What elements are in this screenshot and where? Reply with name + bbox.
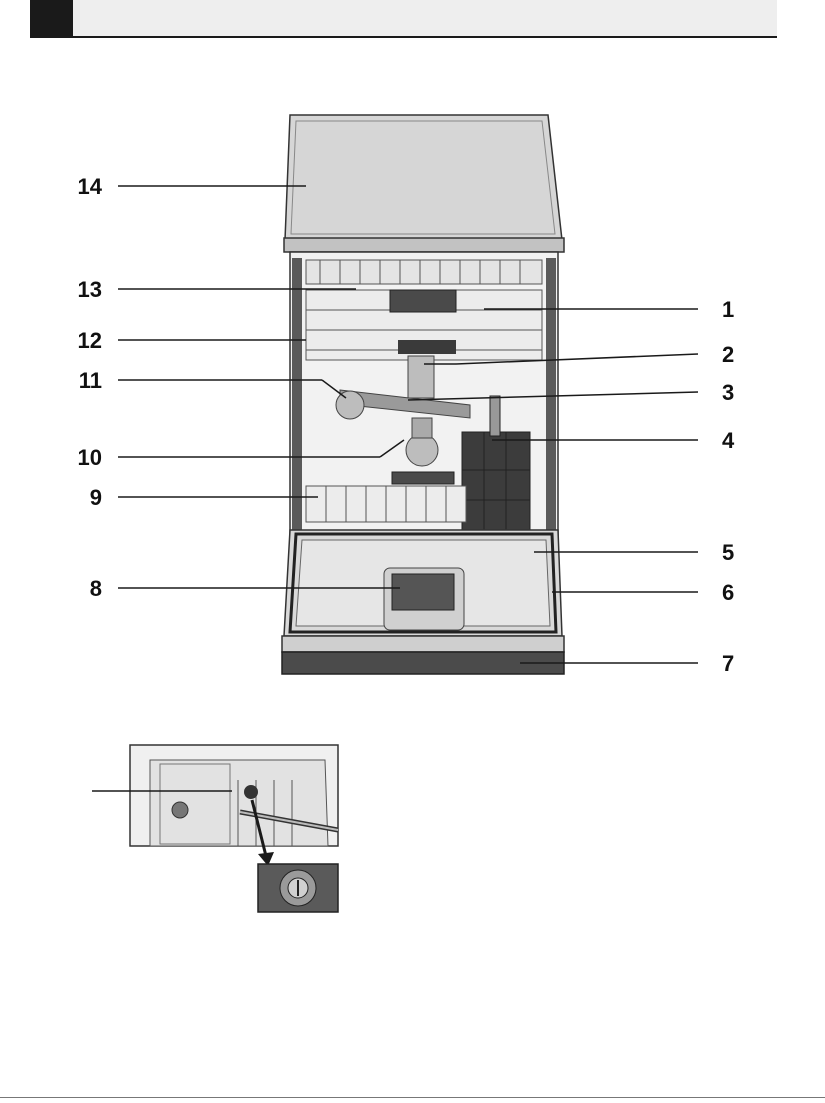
inset-side-panel: [130, 745, 338, 846]
page-footer-rule: [0, 1097, 825, 1098]
inset-zoom-panel: [258, 864, 338, 912]
